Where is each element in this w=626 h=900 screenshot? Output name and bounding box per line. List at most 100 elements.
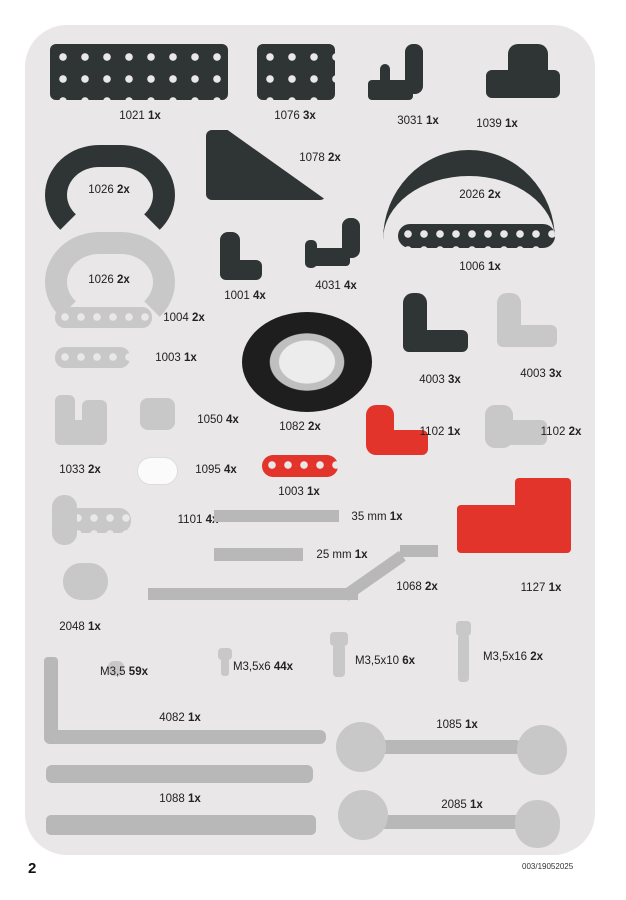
part-label: 1001 4x bbox=[224, 290, 266, 302]
part-quantity: 4x bbox=[253, 290, 266, 302]
part-quantity: 2x bbox=[568, 426, 582, 438]
part-number: 2085 bbox=[441, 799, 467, 811]
part-number: 4031 bbox=[315, 280, 341, 292]
part-label: 1088 1x bbox=[159, 793, 201, 805]
part-number: M3,5x10 bbox=[354, 655, 400, 667]
part-number: M3,5x16 bbox=[482, 651, 528, 663]
part-label: 2085 1x bbox=[441, 799, 483, 811]
part-1068-image bbox=[400, 545, 438, 557]
part-1085-image bbox=[517, 725, 567, 775]
part-label: 1078 2x bbox=[299, 152, 341, 164]
part-quantity: 44x bbox=[273, 661, 294, 673]
part-number: 35 mm bbox=[351, 511, 387, 523]
part-m3-5x10-image bbox=[333, 644, 345, 677]
part-label: 35 mm 1x bbox=[351, 511, 402, 523]
part-label: 2026 2x bbox=[459, 189, 501, 201]
part-label: 1127 1x bbox=[521, 582, 562, 594]
part-quantity: 4x bbox=[226, 414, 239, 426]
part-number: 1102 bbox=[419, 426, 445, 438]
part-number: 1039 bbox=[476, 118, 502, 130]
part-label: 1003 1x bbox=[155, 352, 197, 364]
part-number: 2048 bbox=[59, 621, 85, 633]
part-4003-image bbox=[403, 293, 427, 351]
part-number: M3,5x6 bbox=[232, 661, 271, 673]
part-label: M3,5x10 6x bbox=[355, 655, 415, 667]
part-quantity: 1x bbox=[188, 793, 201, 805]
part-number: 1078 bbox=[299, 152, 325, 164]
part-number: 1102 bbox=[540, 426, 566, 438]
part-quantity: 59x bbox=[128, 666, 148, 678]
part-label: 1003 1x bbox=[278, 486, 320, 498]
part-4031-image bbox=[305, 240, 317, 268]
part-quantity: 2x bbox=[117, 184, 130, 196]
part-quantity: 1x bbox=[505, 118, 518, 130]
part-number: 1127 bbox=[520, 582, 546, 594]
part-1076-image bbox=[257, 44, 335, 100]
part-number: 1050 bbox=[197, 414, 223, 426]
part-m3-5x16-image bbox=[458, 634, 469, 682]
part-quantity: 1x bbox=[184, 352, 197, 364]
part-label: 4031 4x bbox=[315, 280, 357, 292]
part-quantity: 1x bbox=[470, 799, 483, 811]
part-label: 4003 3x bbox=[419, 374, 461, 386]
part-35-mm-image bbox=[214, 510, 339, 522]
part-label: 4082 1x bbox=[159, 712, 201, 724]
part-number: 1026 bbox=[88, 274, 114, 286]
part-quantity: 2x bbox=[328, 152, 341, 164]
part-number: 3031 bbox=[397, 115, 423, 127]
part-m3-5x16-image bbox=[456, 621, 471, 636]
part-quantity: 2x bbox=[308, 421, 321, 433]
part-label: 25 mm 1x bbox=[316, 549, 367, 561]
part-3031-image bbox=[405, 44, 423, 94]
part-label: 1004 2x bbox=[163, 312, 205, 324]
part-label: 1033 2x bbox=[59, 464, 101, 476]
part-4031-image bbox=[342, 218, 360, 258]
part-m3-5x6-image bbox=[218, 648, 232, 660]
part-number: 1088 bbox=[159, 793, 185, 805]
part-25-mm-image bbox=[214, 548, 303, 561]
part-4082-image bbox=[44, 730, 326, 744]
part-4031-image bbox=[310, 248, 350, 266]
part-label: M3,5 59x bbox=[100, 666, 148, 678]
part-1003-image bbox=[262, 455, 338, 477]
part-quantity: 2x bbox=[117, 274, 130, 286]
part-1033-image bbox=[82, 400, 107, 430]
part-quantity: 1x bbox=[548, 582, 562, 594]
part-1068-image bbox=[148, 588, 358, 600]
part-label: 1026 2x bbox=[88, 184, 130, 196]
part-label: 1068 2x bbox=[396, 581, 438, 593]
part-quantity: 1x bbox=[148, 110, 161, 122]
part-m3-5-image bbox=[108, 661, 124, 676]
part-label: 4003 3x bbox=[520, 368, 562, 380]
part-number: 1003 bbox=[155, 352, 181, 364]
part-number: 1026 bbox=[88, 184, 114, 196]
part-quantity: 4x bbox=[224, 464, 237, 476]
part-1039-image bbox=[508, 44, 548, 84]
part-1004-image bbox=[55, 307, 152, 328]
part-1085-image bbox=[370, 740, 520, 754]
part-1102-image bbox=[366, 405, 394, 455]
document-code: 003/19052025 bbox=[522, 862, 574, 871]
part-quantity: 3x bbox=[448, 374, 461, 386]
part-label: 1006 1x bbox=[459, 261, 501, 273]
part-4082-image bbox=[44, 657, 58, 737]
part-1088-image bbox=[46, 765, 313, 783]
part-number: 1085 bbox=[436, 719, 462, 731]
part-1082-image bbox=[242, 312, 372, 412]
part-quantity: 3x bbox=[549, 368, 562, 380]
part-quantity: 6x bbox=[402, 655, 416, 667]
part-1085-image bbox=[336, 722, 386, 772]
part-number: 1076 bbox=[274, 110, 300, 122]
part-1088-image bbox=[46, 815, 316, 835]
part-1050-image bbox=[140, 398, 175, 430]
part-2085-image bbox=[338, 790, 388, 840]
part-number: 2026 bbox=[459, 189, 485, 201]
part-number: 1101 bbox=[177, 514, 203, 526]
part-number: 1004 bbox=[163, 312, 189, 324]
part-number: 1001 bbox=[224, 290, 250, 302]
part-quantity: 1x bbox=[307, 486, 320, 498]
part-quantity: 1x bbox=[188, 712, 201, 724]
part-quantity: 1x bbox=[389, 511, 403, 523]
part-label: 1021 1x bbox=[119, 110, 161, 122]
part-m3-5x10-image bbox=[330, 632, 348, 646]
